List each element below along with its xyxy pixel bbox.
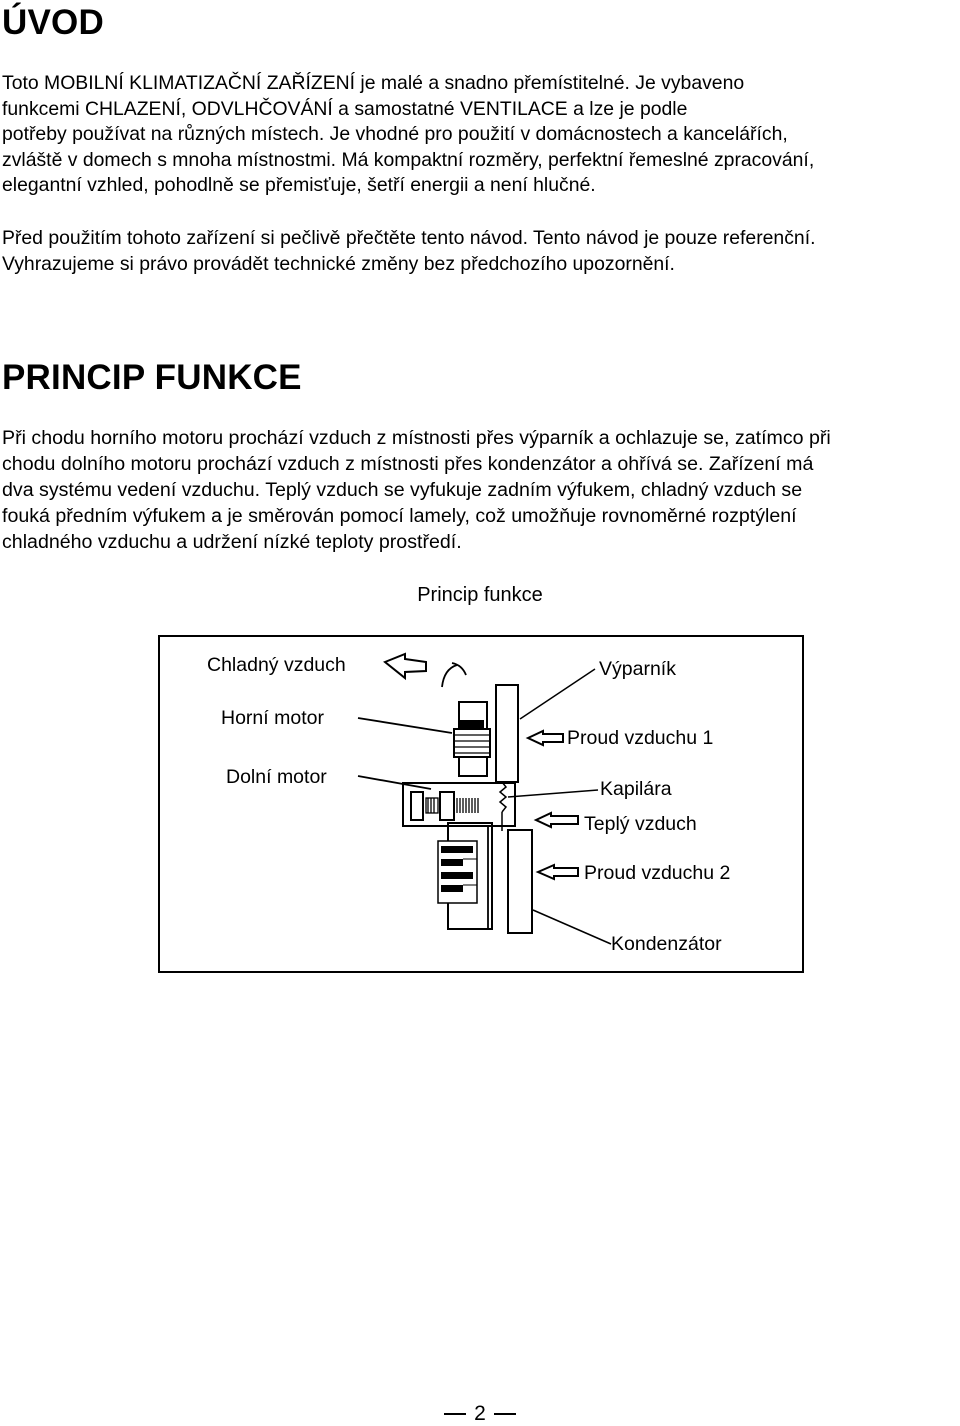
page-number-dash-right — [493, 1413, 516, 1416]
label-evaporator: Výparník — [599, 658, 676, 680]
warm-air-arrow — [533, 811, 579, 829]
label-cold-air: Chladný vzduch — [207, 654, 346, 676]
evaporator-unit — [495, 684, 519, 783]
page-number: 2 — [0, 1402, 960, 1426]
page-number-dash-left — [444, 1413, 467, 1416]
figure-caption: Princip funkce — [417, 584, 543, 606]
capillary-coil — [498, 781, 508, 831]
lower-motor-housing — [402, 782, 516, 827]
label-condenser: Kondenzátor — [611, 933, 722, 955]
figure-frame — [158, 635, 804, 973]
intro-heading: ÚVOD — [2, 3, 104, 42]
lower-fan — [437, 822, 493, 930]
leader-lines — [357, 717, 453, 790]
notice-paragraph: Před použitím tohoto zařízení si pečlivě… — [2, 227, 816, 275]
principle-paragraph: Při chodu horního motoru prochází vzduch… — [2, 427, 831, 553]
condenser-unit — [507, 829, 533, 934]
label-airflow-1: Proud vzduchu 1 — [567, 727, 713, 749]
principle-diagram: Chladný vzduch Horní motor Dolní motor V… — [207, 652, 730, 955]
page-number-value: 2 — [474, 1402, 486, 1425]
upper-fan — [453, 701, 491, 777]
louver-lines — [441, 662, 467, 688]
label-capillary: Kapilára — [600, 778, 672, 800]
cold-air-arrow — [383, 652, 427, 681]
label-lower-motor: Dolní motor — [226, 766, 327, 788]
intro-paragraph: Toto MOBILNÍ KLIMATIZAČNÍ ZAŘÍZENÍ je ma… — [2, 72, 815, 197]
label-airflow-2: Proud vzduchu 2 — [584, 862, 730, 884]
label-upper-motor: Horní motor — [221, 707, 324, 729]
airflow-2-arrow — [535, 863, 579, 881]
lower-motor-gear — [425, 797, 479, 814]
pointer-lines-right — [507, 668, 612, 945]
label-warm-air: Teplý vzduch — [584, 813, 697, 835]
airflow-1-arrow — [525, 729, 564, 747]
principle-heading: PRINCIP FUNKCE — [2, 358, 302, 397]
